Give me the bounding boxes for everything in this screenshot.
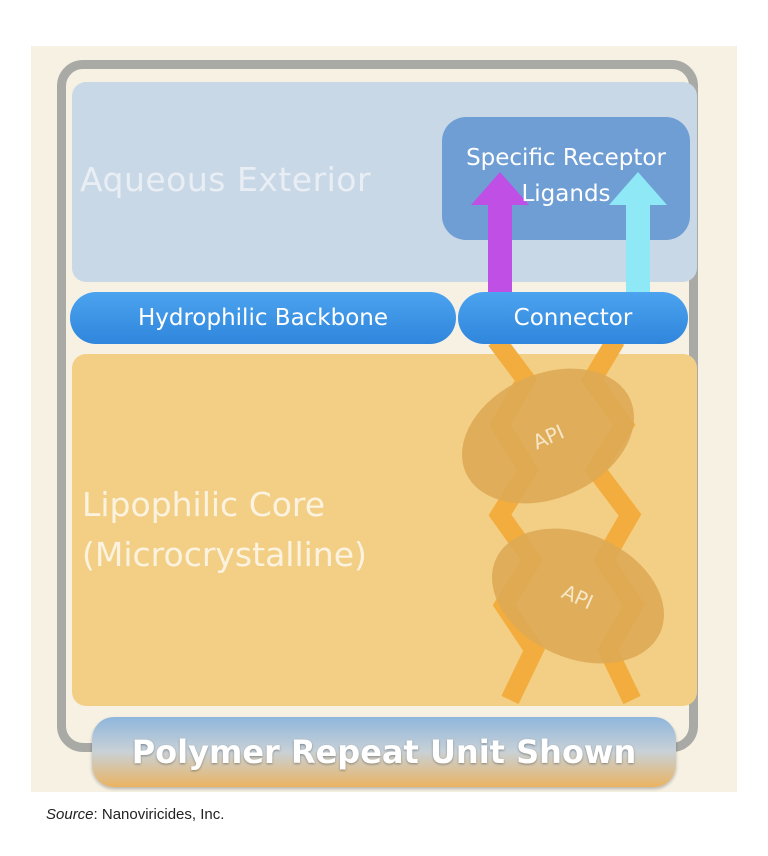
- lipophilic-core-label: Lipophilic Core (Microcrystalline): [82, 480, 367, 580]
- source-caption: Source: Nanoviricides, Inc.: [46, 806, 224, 823]
- lipophilic-core-line2: (Microcrystalline): [82, 535, 367, 574]
- api-ellipse-bottom: [492, 528, 664, 664]
- polymer-repeat-bar: [92, 717, 676, 787]
- ligand-label-line1: Specific Receptor: [466, 145, 666, 171]
- aqueous-exterior-label: Aqueous Exterior: [80, 160, 372, 199]
- ligand-label: Specific Receptor Ligands: [442, 140, 690, 212]
- api-ellipse-top: [462, 368, 634, 504]
- lipophilic-core-line1: Lipophilic Core: [82, 485, 326, 524]
- ligand-arrow-cyan: [609, 172, 667, 294]
- source-text: : Nanoviricides, Inc.: [93, 806, 225, 823]
- ligand-label-line2: Ligands: [521, 181, 611, 207]
- hydrophilic-backbone-pill: Hydrophilic Backbone: [70, 292, 456, 344]
- connector-pill: Connector: [458, 292, 688, 344]
- source-prefix: Source: [46, 806, 94, 823]
- polymer-repeat-label: Polymer Repeat Unit Shown: [131, 733, 637, 771]
- ligand-arrow-magenta: [471, 172, 529, 294]
